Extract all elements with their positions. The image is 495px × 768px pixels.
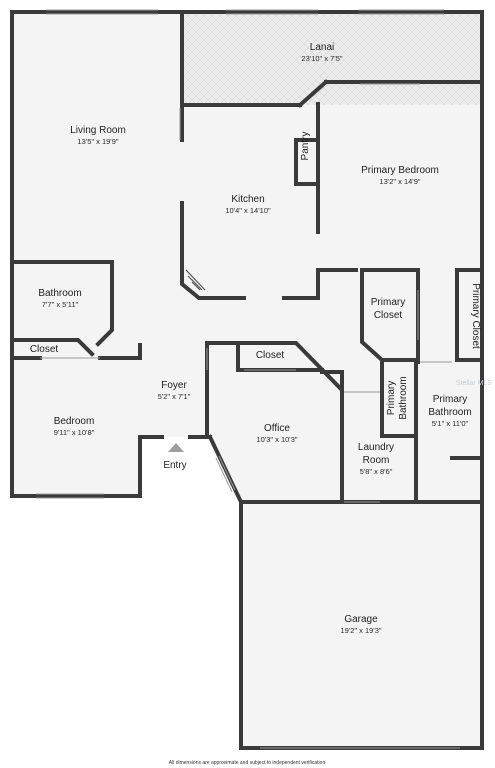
interior-walls	[10, 102, 484, 504]
living-room-name: Living Room	[70, 125, 126, 136]
entry-marker: Entry	[163, 443, 187, 471]
laundry-room-name-line1: Laundry	[358, 442, 394, 453]
lanai-floor	[182, 12, 482, 105]
lanai-dims: 23'10" x 7'5"	[301, 54, 342, 63]
primary-bathroom-dims: 5'1" x 11'0"	[432, 419, 469, 428]
bedroom-name: Bedroom	[54, 416, 95, 427]
primary-closet-2-name: Primary Closet	[470, 283, 481, 349]
garage-floor	[241, 502, 482, 748]
living-room-dims: 13'5" x 19'9"	[77, 137, 118, 146]
entry-label: Entry	[163, 460, 186, 471]
kitchen-dims: 10'4" x 14'10"	[225, 206, 271, 215]
entry-arrow-icon	[168, 443, 184, 452]
laundry-room-dims: 5'8" x 8'6"	[360, 467, 393, 476]
primary-bedroom-name: Primary Bedroom	[361, 165, 439, 176]
bedroom-dims: 9'11" x 10'8"	[54, 428, 95, 437]
footnote: All dimensions are approximate and subje…	[169, 760, 326, 766]
lanai-name: Lanai	[310, 42, 334, 53]
foyer-dims: 5'2" x 7'1"	[158, 392, 191, 401]
kitchen-name: Kitchen	[231, 194, 264, 205]
pantry-name: Pantry	[300, 132, 311, 161]
closet-1-name: Closet	[30, 344, 59, 355]
house-floor	[12, 12, 482, 502]
bathroom-name: Bathroom	[38, 288, 81, 299]
closet-2-name: Closet	[256, 350, 285, 361]
office-name: Office	[264, 423, 290, 434]
primary-closet-1-name-line1: Primary	[371, 297, 405, 308]
garage-name: Garage	[344, 614, 378, 625]
primary-bedroom-dims: 13'2" x 14'9"	[379, 177, 420, 186]
primary-closet-1-name-line2: Closet	[374, 310, 403, 321]
garage-dims: 19'2" x 19'3"	[340, 626, 381, 635]
watermark: Stellar MLS	[456, 380, 493, 387]
windows	[36, 9, 460, 749]
primary-bathroom-small-name-line2: Bathroom	[398, 376, 409, 419]
office-dims: 10'3" x 10'3"	[256, 435, 297, 444]
laundry-room-name-line2: Room	[363, 455, 390, 466]
foyer-name: Foyer	[161, 380, 187, 391]
primary-bathroom-name-line2: Bathroom	[428, 407, 471, 418]
primary-bathroom-name-line1: Primary	[433, 394, 467, 405]
primary-bathroom-small-name-line1: Primary	[386, 381, 397, 415]
floor-fill	[12, 12, 482, 748]
bathroom-dims: 7'7" x 5'11"	[42, 300, 79, 309]
room-labels: Lanai 23'10" x 7'5" Living Room 13'5" x …	[30, 42, 481, 635]
